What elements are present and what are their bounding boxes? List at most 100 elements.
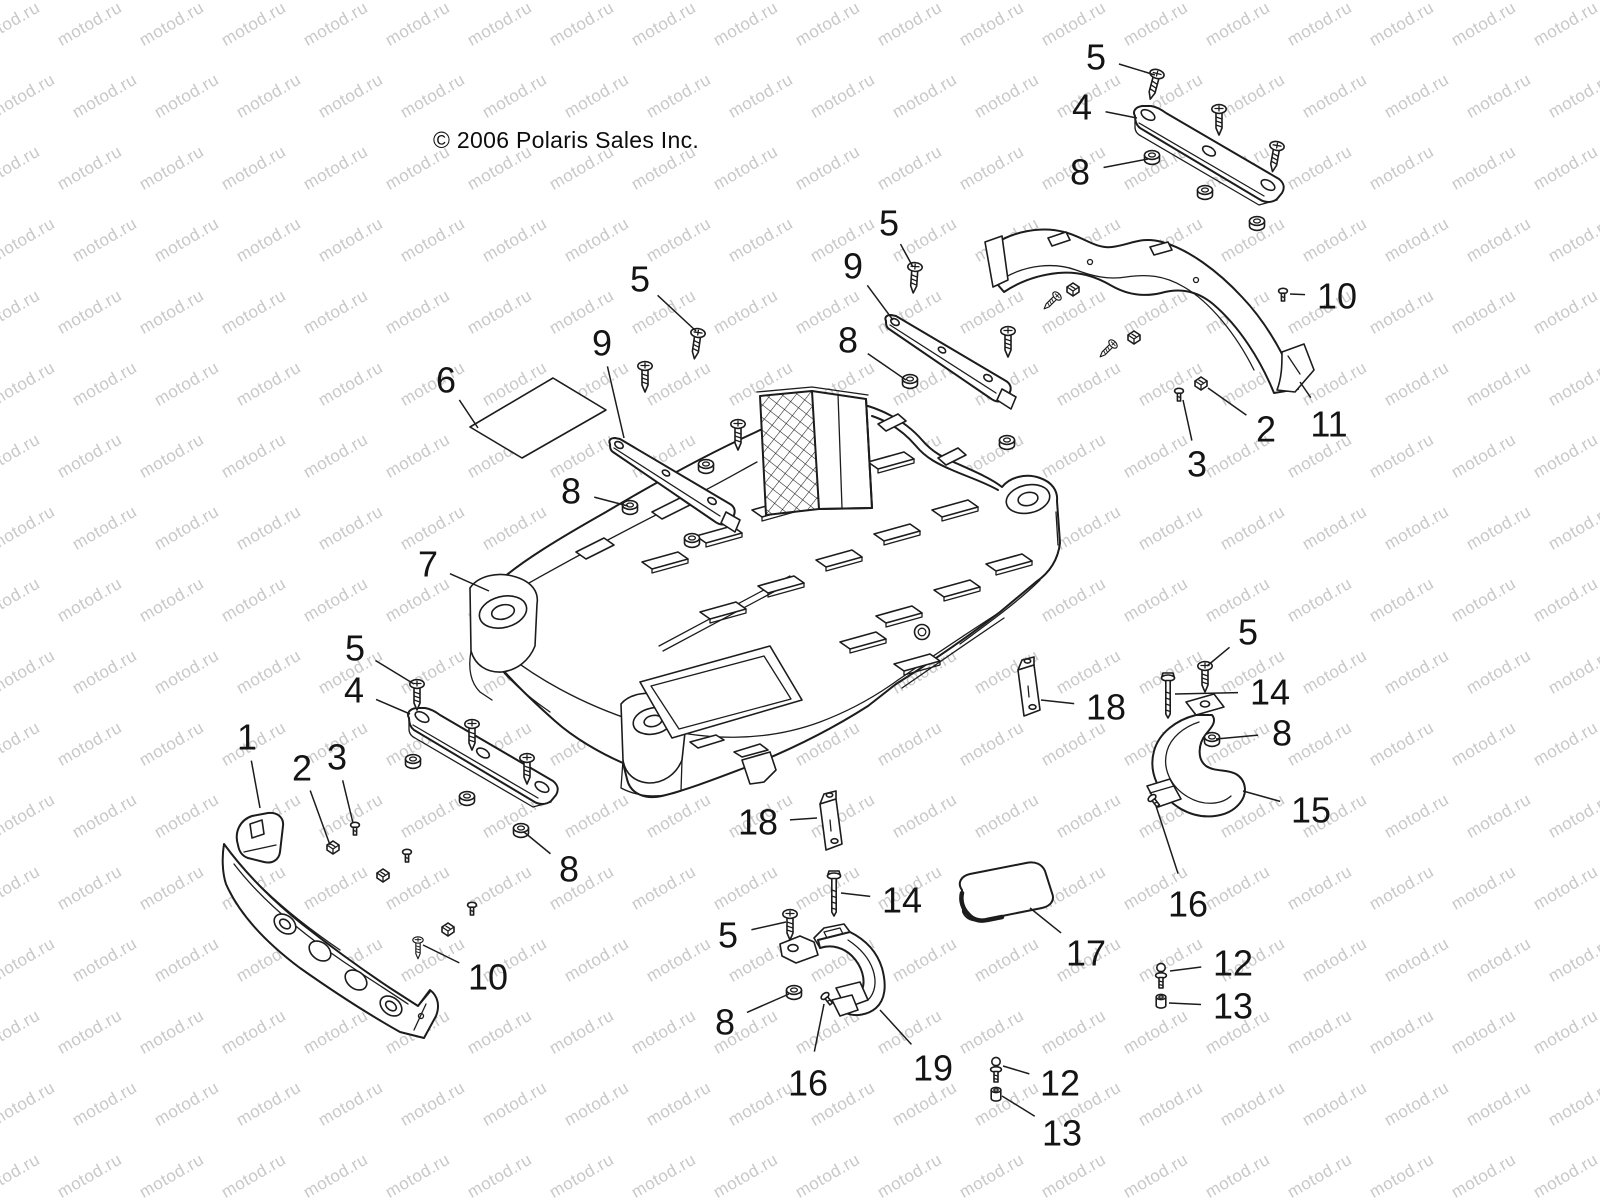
- callout-leader-line: [309, 790, 331, 846]
- fastener-nut-icon: [1248, 215, 1266, 232]
- callout-number-14: 14: [1250, 672, 1290, 713]
- fastener-pin-icon: [1173, 387, 1185, 402]
- callout-number-7: 7: [418, 544, 438, 585]
- callout-leader-line: [1289, 293, 1306, 296]
- callout-leader-line: [657, 294, 697, 332]
- callout-leader-line: [1174, 691, 1239, 695]
- cargo-box: [469, 386, 1061, 798]
- callout-number-5: 5: [879, 203, 899, 244]
- callout-leader-line: [375, 659, 415, 685]
- rubber-pad: [958, 861, 1054, 923]
- cargo-box-basket: [756, 386, 873, 516]
- callout-number-8: 8: [1272, 713, 1292, 754]
- callout-number-11: 11: [1310, 404, 1347, 445]
- callout-leader-line: [813, 1003, 825, 1052]
- callout-number-4: 4: [1072, 87, 1092, 128]
- callout-number-2: 2: [1256, 409, 1276, 450]
- callout-leader-line: [1169, 966, 1202, 972]
- callout-number-5: 5: [1086, 37, 1106, 78]
- fastener-screw-icon: [781, 908, 799, 941]
- fastener-nut-icon: [998, 434, 1016, 451]
- callout-leader-line: [1206, 646, 1231, 667]
- callout-number-10: 10: [468, 957, 508, 998]
- callout-number-16: 16: [788, 1063, 828, 1104]
- callout-leader-line: [422, 944, 460, 964]
- fastener-clip-icon: [376, 868, 390, 883]
- fastener-screw-icon: [1264, 139, 1286, 174]
- fastener-nut-icon: [697, 458, 715, 475]
- fastener-pin-icon: [349, 821, 361, 836]
- fastener-screw-icon: [686, 326, 707, 361]
- bracket-strip-right: [884, 314, 1017, 410]
- callout-leader-line: [606, 366, 625, 439]
- fastener-screw-icon: [408, 678, 426, 711]
- fastener-pin-icon: [401, 848, 413, 863]
- callout-leader-line: [1299, 381, 1312, 399]
- callout-number-17: 17: [1066, 933, 1106, 974]
- fastener-clip-icon: [441, 922, 455, 937]
- callout-number-4: 4: [344, 670, 364, 711]
- callout-leader-line: [866, 284, 894, 321]
- fastener-nut-icon: [785, 984, 803, 1001]
- callout-leader-line: [1155, 805, 1179, 874]
- callout-leader-line: [1105, 110, 1138, 119]
- copyright-text: © 2006 Polaris Sales Inc.: [433, 127, 700, 153]
- callout-leader-line: [1182, 399, 1193, 441]
- callout-leader-line: [523, 831, 551, 855]
- fastener-nut-icon: [458, 790, 476, 807]
- callout-leader-line: [1040, 699, 1075, 705]
- callout-leader-line: [250, 760, 261, 809]
- callout-leader-line: [1002, 1065, 1030, 1075]
- fastener-clip-icon: [1194, 376, 1208, 391]
- callout-number-5: 5: [345, 628, 365, 669]
- fastener-bushing-icon: [1155, 993, 1167, 1009]
- callout-number-8: 8: [1070, 152, 1090, 193]
- callout-number-9: 9: [592, 323, 612, 364]
- callout-leader-line: [1207, 387, 1247, 416]
- fastener-nut-icon: [1196, 184, 1214, 201]
- callout-leader-line: [594, 496, 629, 507]
- fastener-screw-icon: [999, 325, 1017, 358]
- fastener-screw-icon: [905, 261, 924, 295]
- callout-number-3: 3: [1187, 444, 1207, 485]
- fastener-nut-icon: [512, 822, 530, 839]
- support-hook-right: [1146, 693, 1246, 818]
- fastener-screw-icon: [1211, 103, 1227, 136]
- callout-number-8: 8: [715, 1002, 735, 1043]
- fastener-nut-icon: [1143, 149, 1161, 166]
- fastener-bolt-icon: [826, 870, 842, 917]
- callout-number-18: 18: [1086, 687, 1126, 728]
- fastener-stud-icon: [1154, 962, 1168, 989]
- fastener-clip-icon: [1066, 282, 1080, 297]
- callout-number-5: 5: [1238, 612, 1258, 653]
- callout-leader-line: [1242, 790, 1281, 803]
- fastener-nut-icon: [683, 532, 701, 549]
- mount-bracket-left: [819, 790, 843, 851]
- fastener-screw-icon: [412, 936, 424, 960]
- callout-number-5: 5: [718, 915, 738, 956]
- fastener-clip-icon: [1127, 330, 1141, 345]
- callout-leader-line: [341, 780, 354, 824]
- callout-number-8: 8: [559, 849, 579, 890]
- callout-number-5: 5: [630, 259, 650, 300]
- callout-number-9: 9: [843, 246, 863, 287]
- parts-layer: [221, 105, 1315, 1039]
- callout-leader-line: [449, 573, 490, 592]
- callout-number-8: 8: [561, 471, 581, 512]
- callout-leader-line: [1215, 734, 1259, 740]
- callout-number-13: 13: [1213, 986, 1253, 1027]
- fastener-pin-icon: [819, 990, 836, 1008]
- rear-bumper-right: [984, 228, 1315, 394]
- fastener-nut-icon: [901, 373, 919, 390]
- callout-number-8: 8: [838, 320, 858, 361]
- fastener-screw-icon: [636, 360, 654, 393]
- callout-leader-line: [458, 399, 479, 429]
- rear-bumper-left: [221, 843, 439, 1039]
- callout-leader-line: [746, 993, 790, 1014]
- fastener-pin-icon: [1277, 287, 1289, 302]
- callout-number-18: 18: [738, 802, 778, 843]
- callout-leader-line: [1168, 1002, 1202, 1006]
- callout-number-6: 6: [436, 360, 456, 401]
